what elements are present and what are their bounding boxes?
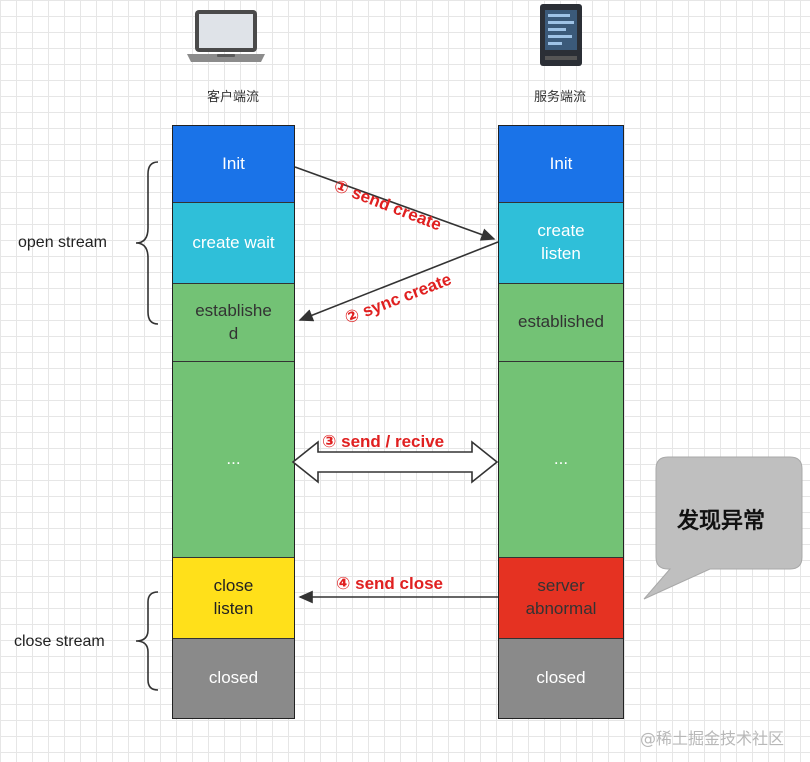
open-stream-brace — [135, 161, 159, 325]
message-send-close: ④ send close — [336, 574, 443, 593]
server-state-established: established — [499, 284, 623, 362]
client-state-create-wait: create wait — [173, 203, 294, 284]
server-stream-column: Init create listen established ... serve… — [498, 125, 624, 719]
client-state-established: establishe d — [173, 284, 294, 362]
watermark: @稀土掘金技术社区 — [640, 729, 785, 748]
client-caption: 客户端流 — [206, 90, 259, 105]
close-stream-brace — [135, 591, 159, 691]
exception-callout-bubble — [643, 456, 803, 600]
send-recive-double-arrow — [291, 440, 499, 484]
sync-create-arrow — [298, 241, 499, 322]
server-state-server-abnormal: server abnormal — [499, 558, 623, 639]
server-state-ellipsis: ... — [499, 362, 623, 558]
laptop-icon — [187, 10, 265, 62]
open-stream-label: open stream — [18, 234, 107, 251]
server-state-closed: closed — [499, 639, 623, 718]
server-state-init: Init — [499, 126, 623, 203]
send-create-arrow — [294, 166, 496, 241]
message-send-recive: ③ send / recive — [322, 432, 445, 451]
server-state-create-listen: create listen — [499, 203, 623, 284]
client-state-close-listen: close listen — [173, 558, 294, 639]
client-stream-column: Init create wait establishe d ... close … — [172, 125, 295, 719]
client-state-established-label: establishe d — [195, 300, 272, 343]
client-state-closed: closed — [173, 639, 294, 718]
close-stream-label: close stream — [14, 633, 105, 650]
client-state-ellipsis: ... — [173, 362, 294, 558]
callout-text: 发现异常 — [677, 509, 766, 534]
client-state-init: Init — [173, 126, 294, 203]
server-caption: 服务端流 — [533, 90, 586, 105]
server-icon — [540, 4, 582, 66]
